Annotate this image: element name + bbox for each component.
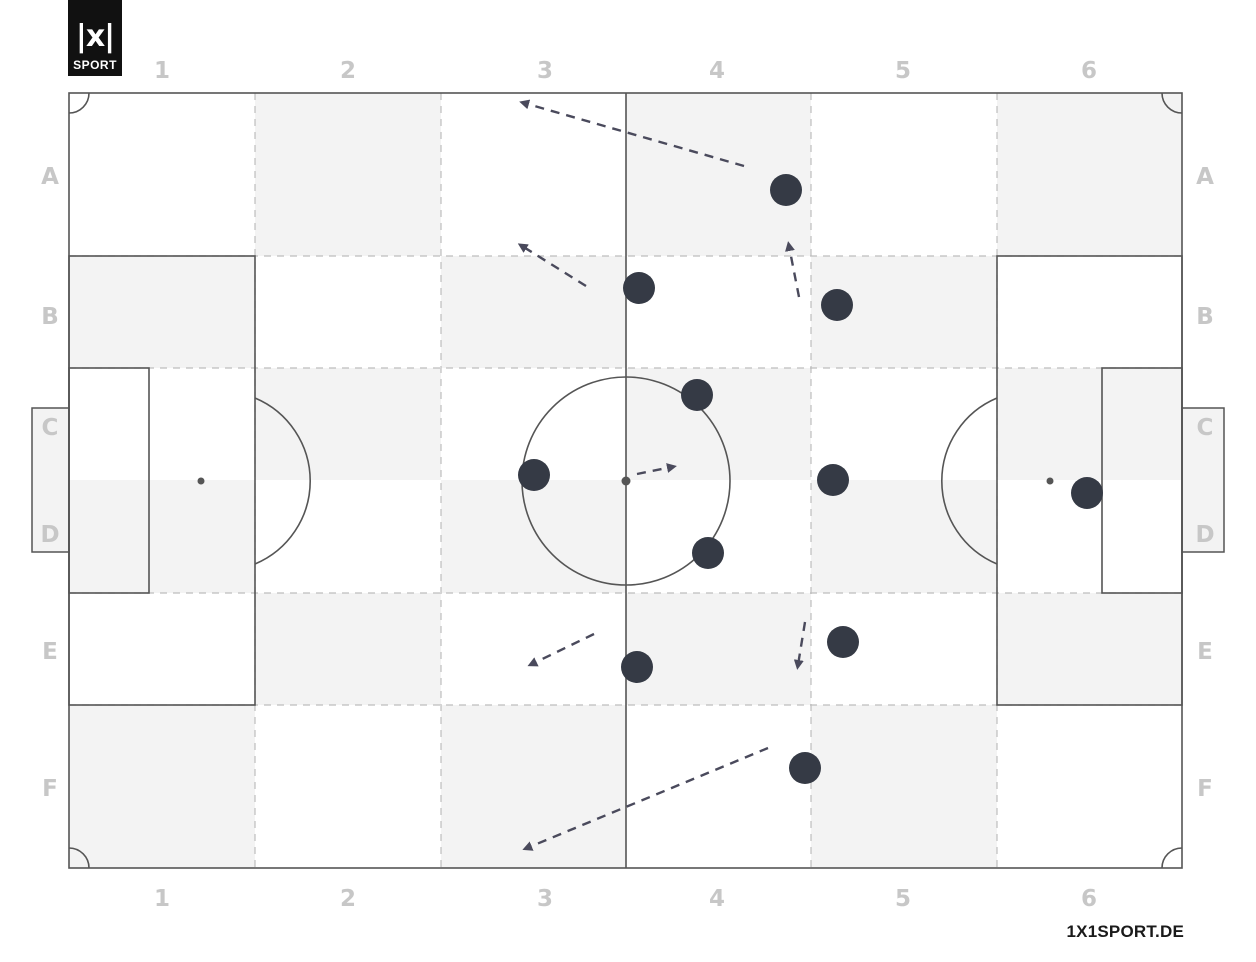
shade-cell (997, 368, 1182, 480)
row-labels-right: A B C D E F (1195, 164, 1214, 802)
row-label: E (1197, 639, 1213, 665)
goal-left (31, 407, 70, 553)
player-marker (789, 752, 821, 784)
row-label: A (41, 164, 59, 190)
movement-arrow (522, 746, 769, 851)
shade-cell (441, 705, 626, 868)
logo-word: SPORT (73, 58, 117, 72)
column-label: 3 (537, 58, 553, 84)
goal-area-left (68, 367, 150, 594)
players (518, 174, 1103, 784)
goal-area-right (1101, 367, 1183, 594)
shade-cell (69, 480, 255, 593)
penalty-spot-right (1046, 477, 1054, 485)
column-label: 5 (895, 886, 911, 912)
shade-cell (626, 593, 811, 705)
shade-cell (69, 705, 255, 868)
shade-cell (441, 256, 626, 368)
brand-logo: |x| SPORT (68, 0, 122, 76)
pitch-shading (31, 93, 1225, 868)
row-label: E (42, 639, 58, 665)
shade-cell (811, 705, 997, 868)
shade-cell (69, 256, 255, 368)
column-label: 5 (895, 58, 911, 84)
row-label: F (1197, 776, 1213, 802)
column-label: 4 (709, 886, 725, 912)
player-marker (817, 464, 849, 496)
column-labels-top: 1 2 3 4 5 6 (154, 58, 1097, 84)
player-marker (827, 626, 859, 658)
center-spot (621, 476, 631, 486)
brand-url: 1X1SPORT.DE (1066, 922, 1184, 941)
row-label: A (1196, 164, 1214, 190)
player-marker (621, 651, 653, 683)
spots (197, 476, 1054, 486)
shade-cell (255, 93, 441, 256)
goal-right (1181, 407, 1225, 553)
row-label: B (1196, 304, 1214, 330)
corner-arc (1161, 92, 1183, 114)
player-marker (623, 272, 655, 304)
movement-arrow (517, 243, 587, 288)
row-label: C (1197, 415, 1214, 441)
player-marker (1071, 477, 1103, 509)
row-label: B (41, 304, 59, 330)
player-marker (692, 537, 724, 569)
shade-cell (255, 593, 441, 705)
row-label: D (1195, 522, 1214, 548)
column-label: 3 (537, 886, 553, 912)
column-label: 4 (709, 58, 725, 84)
player-marker (518, 459, 550, 491)
movement-arrow (519, 99, 745, 168)
player-marker (681, 379, 713, 411)
movement-arrow (636, 463, 677, 476)
movement-arrows (517, 99, 807, 851)
column-label: 2 (340, 886, 356, 912)
penalty-arc-left (254, 397, 311, 565)
column-label: 6 (1081, 886, 1097, 912)
logo-mark: |x| (75, 19, 115, 54)
row-label: C (42, 415, 59, 441)
column-label: 1 (154, 886, 170, 912)
movement-arrow (793, 621, 807, 670)
penalty-arc-right (941, 397, 998, 565)
corner-arc (68, 847, 90, 869)
row-labels-left: A B C D E F (40, 164, 59, 802)
corner-arc (1161, 847, 1183, 869)
column-label: 2 (340, 58, 356, 84)
movement-arrow (527, 632, 595, 667)
penalty-spot-left (197, 477, 205, 485)
row-label: F (42, 776, 58, 802)
shade-cell (997, 93, 1182, 256)
shade-cell (811, 480, 997, 593)
shade-cell (626, 93, 811, 256)
player-marker (821, 289, 853, 321)
column-labels-bottom: 1 2 3 4 5 6 (154, 886, 1097, 912)
corner-arc (68, 92, 90, 114)
movement-arrow (785, 241, 801, 298)
player-marker (770, 174, 802, 206)
pitch-markings (68, 92, 1183, 869)
shade-cell (441, 480, 626, 593)
row-label: D (40, 522, 59, 548)
shade-cell (255, 368, 441, 480)
column-label: 6 (1081, 58, 1097, 84)
shade-cell (997, 593, 1182, 705)
shade-cell (626, 368, 811, 480)
column-label: 1 (154, 58, 170, 84)
